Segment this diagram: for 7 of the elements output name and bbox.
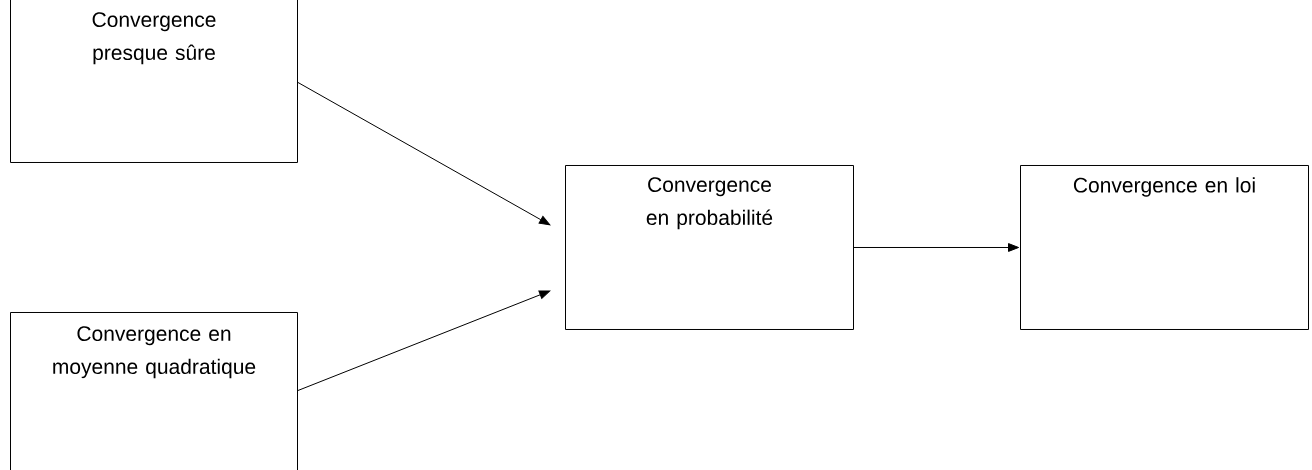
box: Convergence presque sûre [10, 0, 298, 163]
box: Convergence en probabilité [565, 165, 854, 330]
box: Convergence en loi [1020, 165, 1309, 330]
arrow [297, 290, 551, 391]
arrow [297, 82, 551, 226]
arrow [853, 243, 1020, 252]
box: Convergence en moyenne quadratique [10, 312, 298, 470]
